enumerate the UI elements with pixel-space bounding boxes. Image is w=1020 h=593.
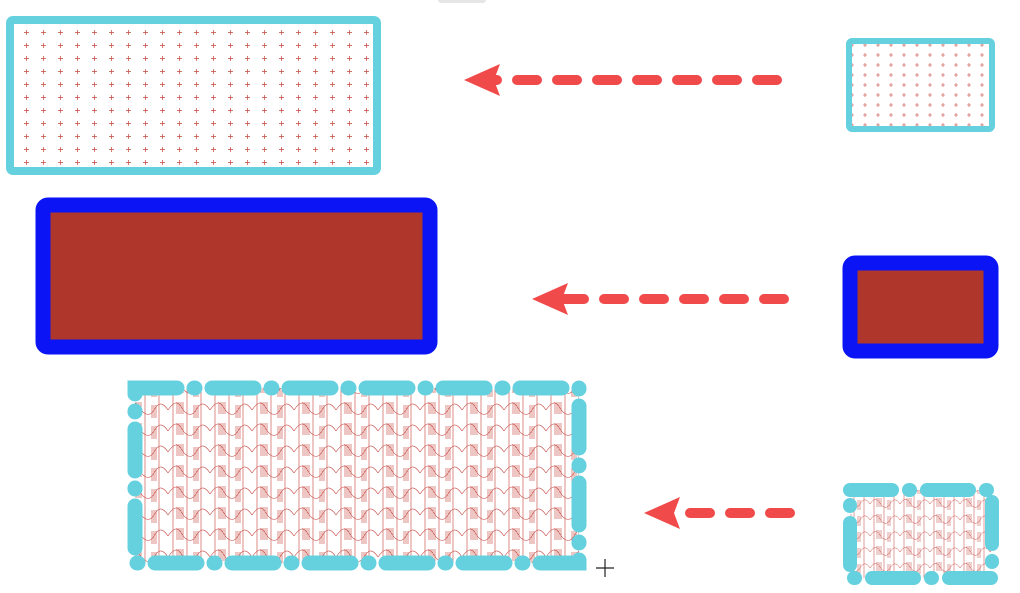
target-rect-plus-pattern[interactable] <box>846 38 995 132</box>
target-rect-wave-pattern[interactable] <box>843 483 999 585</box>
arrow-left-dashed-icon <box>644 497 795 529</box>
source-rect-plus-pattern[interactable] <box>6 16 381 175</box>
row-plus-pattern <box>6 16 995 175</box>
row-solid-fill <box>35 197 999 359</box>
top-edge-tab <box>438 0 486 3</box>
arrow-left-dashed-icon <box>464 64 782 96</box>
source-rect-wave-pattern[interactable] <box>127 380 587 571</box>
target-rect-solid-fill[interactable] <box>842 255 999 359</box>
crosshair-cursor-icon <box>596 559 614 577</box>
row-wave-pattern <box>127 380 999 585</box>
source-rect-solid-fill[interactable] <box>35 197 438 355</box>
arrow-left-dashed-icon <box>532 283 789 315</box>
